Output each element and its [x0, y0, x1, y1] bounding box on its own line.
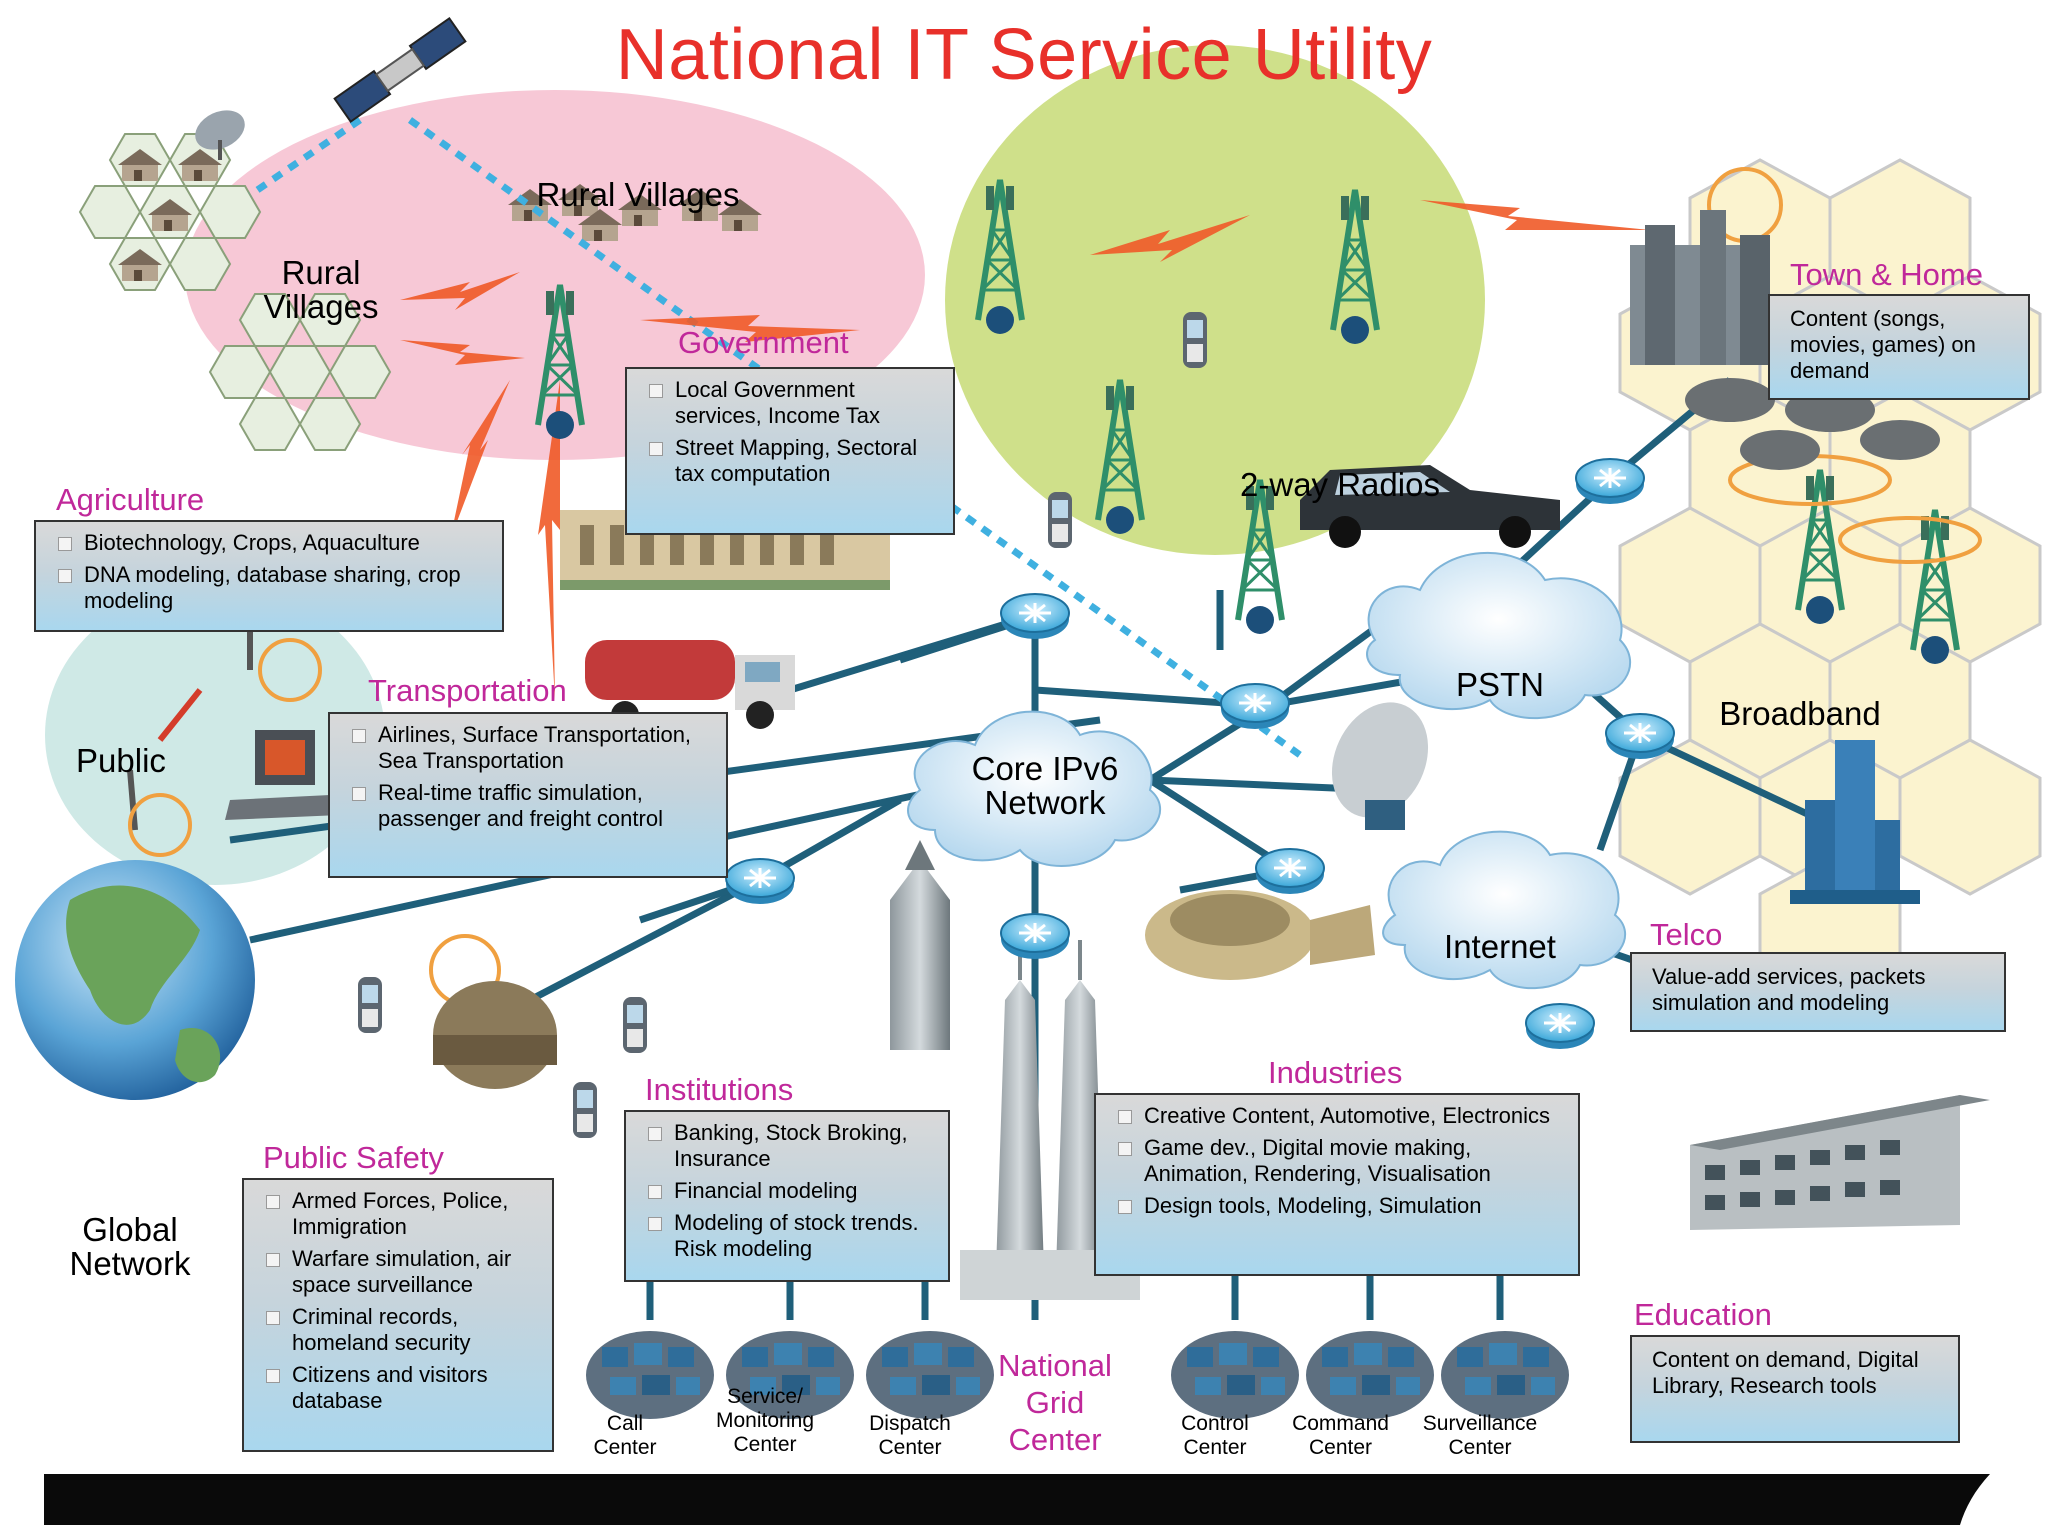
router-3	[1254, 847, 1326, 896]
public-safety-item: Warfare simulation, air space surveillan…	[258, 1246, 540, 1298]
bottom-bar	[44, 1474, 1990, 1525]
router-5	[999, 912, 1071, 961]
institutions-item: Financial modeling	[640, 1178, 936, 1204]
label-public: Public	[76, 742, 166, 779]
center-label-dispatch: Dispatch Center	[869, 1412, 951, 1459]
dish-top	[195, 110, 245, 160]
institutions-item: Modeling of stock trends. Risk modeling	[640, 1210, 936, 1262]
router-7	[1574, 457, 1646, 506]
monitor-control-center	[1171, 1331, 1299, 1419]
transportation-box: Airlines, Surface Transportation, Sea Tr…	[328, 712, 728, 878]
industries-item: Design tools, Modeling, Simulation	[1110, 1193, 1566, 1219]
transportation-item: Real-time traffic simulation, passenger …	[344, 780, 714, 832]
agriculture-item: Biotechnology, Crops, Aquaculture	[50, 530, 490, 556]
agriculture-item: DNA modeling, database sharing, crop mod…	[50, 562, 490, 614]
pstn-cloud	[1366, 551, 1632, 720]
industries-heading: Industries	[1268, 1055, 1403, 1090]
center-label-service-monitoring: Service/ Monitoring Center	[715, 1385, 815, 1456]
police-car	[1300, 465, 1560, 548]
wireless-links	[400, 200, 1650, 700]
phone-safety-2	[623, 997, 647, 1053]
monitor-command-center	[1306, 1331, 1434, 1419]
internet-cloud	[1382, 830, 1627, 990]
government-item: Street Mapping, Sectoral tax computation	[641, 435, 941, 487]
institutions-item: Banking, Stock Broking, Insurance	[640, 1120, 936, 1172]
government-item: Local Government services, Income Tax	[641, 377, 941, 429]
education-box: Content on demand, Digital Library, Rese…	[1630, 1335, 1960, 1443]
label-rural-villages-left: Rural Villages	[263, 254, 379, 325]
public-safety-box: Armed Forces, Police, Immigration Warfar…	[242, 1178, 554, 1452]
router-6	[1604, 712, 1676, 761]
monitor-dispatch-center	[866, 1331, 994, 1419]
globe-icon	[15, 860, 255, 1100]
phone-radio-2	[1048, 492, 1072, 548]
router-2	[1219, 682, 1291, 731]
monitor-call-center	[586, 1331, 714, 1419]
signal-rings	[128, 167, 1982, 1006]
phone-safety-1	[358, 977, 382, 1033]
skyscraper	[890, 840, 950, 1050]
town-home-box: Content (songs, movies, games) on demand	[1768, 294, 2030, 400]
label-two-way-radios: 2-way Radios	[1240, 466, 1440, 503]
label-global-network: Global Network	[69, 1211, 191, 1282]
government-heading: Government	[678, 325, 849, 360]
label-core-network: Core IPv6 Network	[971, 750, 1119, 821]
label-broadband: Broadband	[1719, 695, 1881, 732]
telco-text: Value-add services, packets simulation a…	[1652, 964, 1926, 1015]
router-1	[999, 592, 1071, 641]
label-internet: Internet	[1444, 928, 1556, 965]
transportation-item: Airlines, Surface Transportation, Sea Tr…	[344, 722, 714, 774]
radio-zone	[945, 45, 1485, 555]
school-building	[1690, 1095, 1990, 1230]
label-pstn: PSTN	[1455, 666, 1544, 703]
satellite-link	[248, 117, 1303, 758]
town-skyline	[1630, 210, 1770, 365]
education-heading: Education	[1634, 1297, 1772, 1332]
public-safety-item: Citizens and visitors database	[258, 1362, 540, 1414]
monitor-surveillance-center	[1441, 1331, 1569, 1419]
industries-item: Creative Content, Automotive, Electronic…	[1110, 1103, 1566, 1129]
agriculture-box: Biotechnology, Crops, Aquaculture DNA mo…	[34, 520, 504, 632]
broadband-building	[1790, 740, 1920, 904]
industries-item: Game dev., Digital movie making, Animati…	[1110, 1135, 1566, 1187]
page-title: National IT Service Utility	[615, 15, 1433, 95]
dish-center	[1331, 702, 1429, 830]
town-home-heading: Town & Home	[1790, 257, 1983, 292]
public-safety-heading: Public Safety	[263, 1140, 444, 1175]
town-home-text: Content (songs, movies, games) on demand	[1790, 306, 1976, 383]
router-8	[1524, 1002, 1596, 1051]
router-4	[724, 857, 796, 906]
public-safety-item: Armed Forces, Police, Immigration	[258, 1188, 540, 1240]
dome-building	[433, 981, 557, 1089]
industrial-building	[1145, 890, 1375, 980]
agriculture-heading: Agriculture	[56, 482, 205, 517]
institutions-heading: Institutions	[645, 1072, 794, 1107]
label-rural-villages-top: Rural Villages	[536, 176, 740, 213]
institutions-box: Banking, Stock Broking, Insurance Financ…	[624, 1110, 950, 1282]
telco-box: Value-add services, packets simulation a…	[1630, 952, 2006, 1032]
public-computer	[225, 730, 340, 820]
education-text: Content on demand, Digital Library, Rese…	[1652, 1347, 1919, 1398]
center-label-call: Call Center	[593, 1412, 657, 1459]
public-safety-item: Criminal records, homeland security	[258, 1304, 540, 1356]
government-box: Local Government services, Income Tax St…	[625, 367, 955, 535]
industries-box: Creative Content, Automotive, Electronic…	[1094, 1093, 1580, 1276]
telco-heading: Telco	[1650, 917, 1723, 952]
transportation-heading: Transportation	[368, 673, 567, 708]
core-network-cloud	[907, 710, 1162, 867]
center-label-control: Control Center	[1181, 1412, 1249, 1459]
center-label-surveillance: Surveillance Center	[1422, 1412, 1538, 1459]
phone-safety-3	[573, 1082, 597, 1138]
phone-radio-1	[1183, 312, 1207, 368]
national-grid-center-label: National Grid Center	[998, 1348, 1112, 1457]
satellite	[333, 16, 467, 124]
center-label-command: Command Center	[1292, 1412, 1389, 1459]
